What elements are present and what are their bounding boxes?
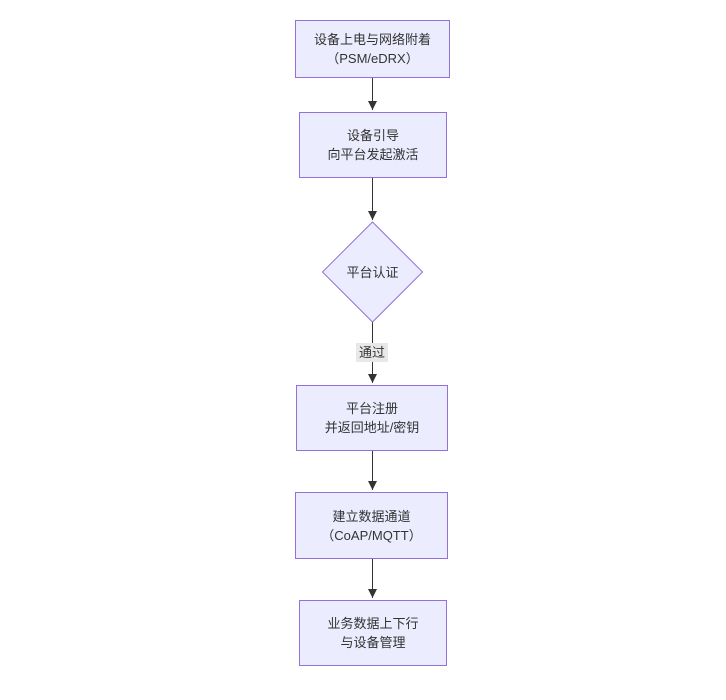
node-boot-activate: 设备引导 向平台发起激活	[299, 112, 447, 178]
node-business-mgmt: 业务数据上下行 与设备管理	[299, 600, 447, 666]
node-data-channel: 建立数据通道 （CoAP/MQTT）	[295, 492, 448, 559]
node-data-channel-line2: （CoAP/MQTT）	[321, 527, 422, 543]
node-boot-activate-line2: 向平台发起激活	[327, 147, 419, 162]
node-business-mgmt-line1: 业务数据上下行	[327, 616, 419, 631]
node-register-line1: 平台注册	[345, 401, 398, 416]
node-register-line2: 并返回地址/密钥	[324, 420, 420, 435]
node-power-attach-line1: 设备上电与网络附着	[313, 32, 431, 47]
node-business-mgmt-line2: 与设备管理	[340, 635, 406, 650]
node-boot-activate-line1: 设备引导	[346, 128, 399, 143]
edge-label-pass: 通过	[355, 343, 389, 362]
decision-auth-label: 平台认证	[346, 264, 399, 280]
node-data-channel-line1: 建立数据通道	[332, 508, 411, 524]
node-power-attach: 设备上电与网络附着 （PSM/eDRX）	[295, 20, 450, 78]
decision-diamond-auth	[321, 221, 424, 323]
node-register: 平台注册 并返回地址/密钥	[296, 385, 448, 451]
node-power-attach-line2: （PSM/eDRX）	[326, 51, 419, 66]
